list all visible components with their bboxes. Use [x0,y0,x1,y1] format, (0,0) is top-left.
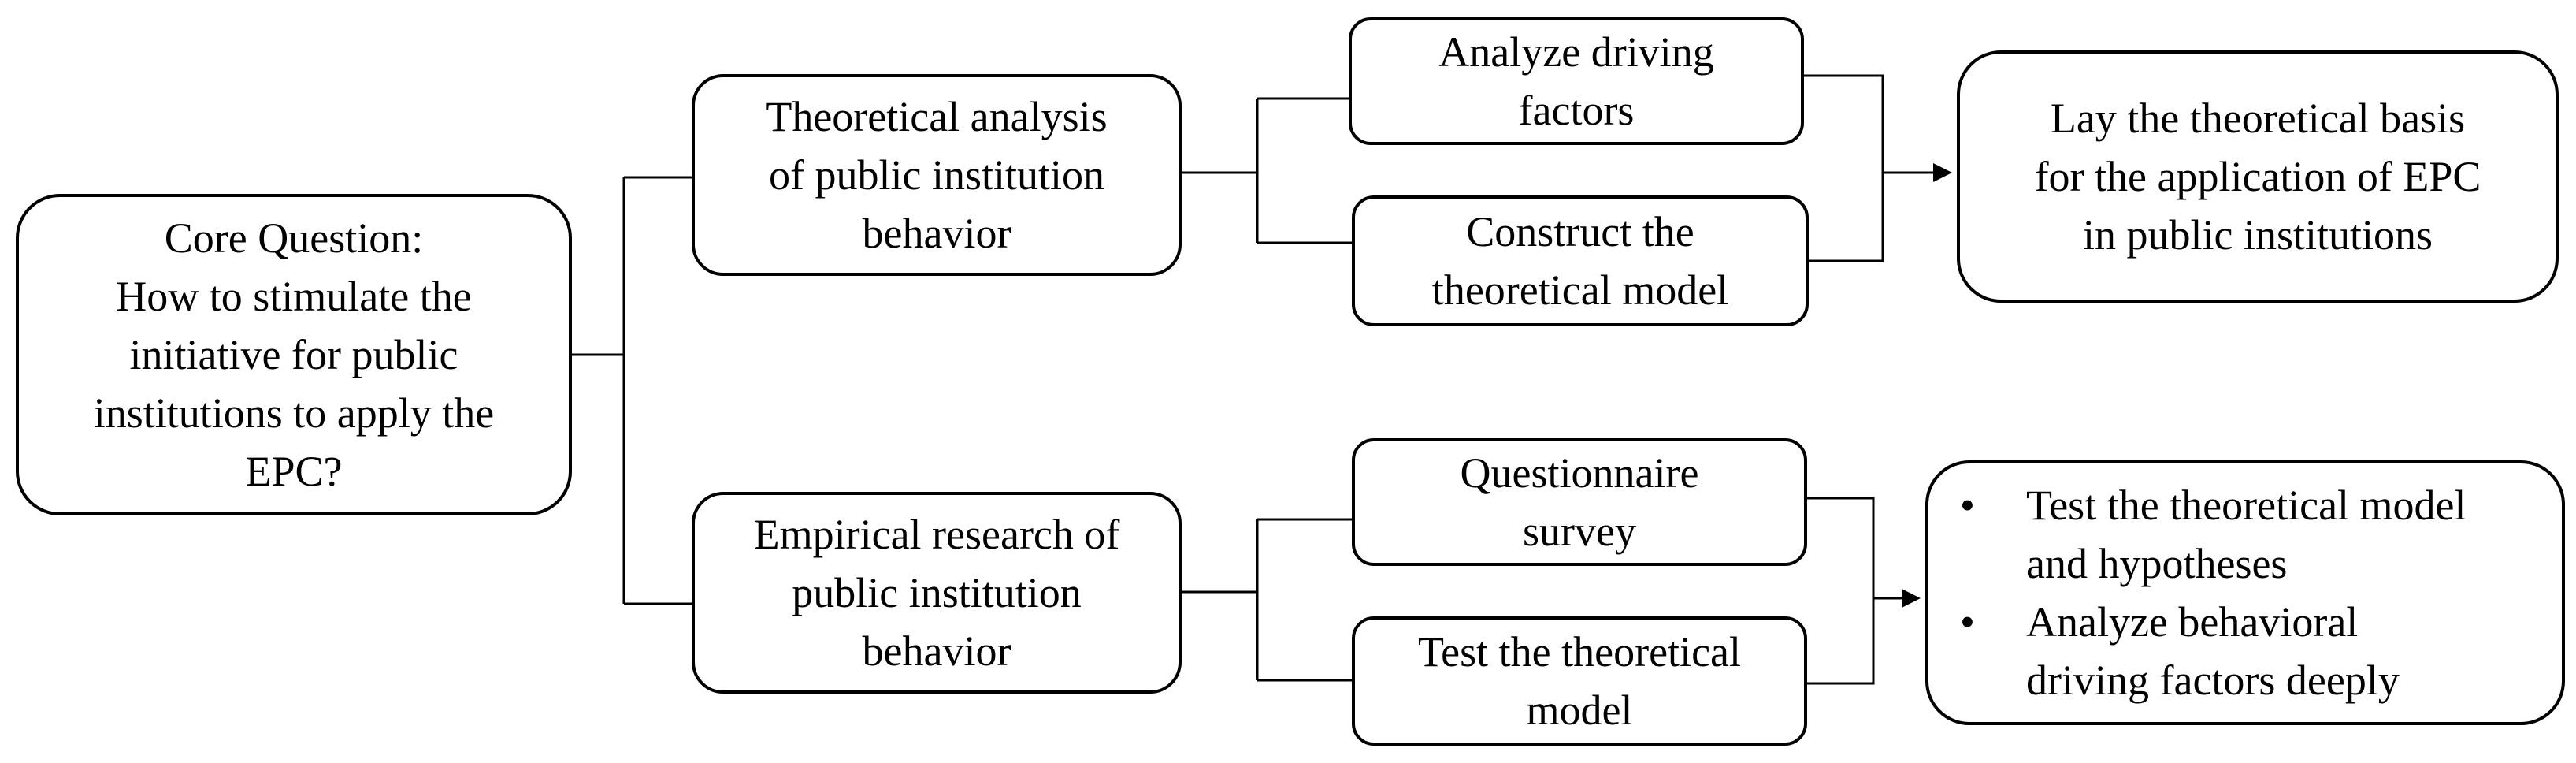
test-model-box: Test the theoretical model [1352,616,1807,746]
questionnaire-survey-box: Questionnaire survey [1352,438,1807,566]
theoretical-basis-box: Lay the theoretical basis for the applic… [1957,50,2559,303]
outcome-bullet-item: • Analyze behavioral driving factors dee… [1960,593,2467,709]
test-model-text: Test the theoretical model [1417,628,1742,734]
outcome-bullet-text: Test the theoretical model and hypothese… [2026,482,2467,587]
bullet-marker: • [1960,482,1975,529]
empirical-research-text: Empirical research of public institution… [753,511,1120,675]
questionnaire-survey-text: Questionnaire survey [1460,449,1699,555]
connector-bottom-merge [1807,497,1918,685]
empirical-research-box: Empirical research of public institution… [692,492,1182,694]
analyze-driving-factors-box: Analyze driving factors [1349,17,1804,145]
bullet-marker: • [1960,598,1975,646]
outcome-bullet-item: • Test the theoretical model and hypothe… [1960,476,2467,593]
empirical-outcome-list: • Test the theoretical model and hypothe… [1928,476,2467,709]
core-question-box: Core Question: How to stimulate the init… [16,194,572,515]
theoretical-analysis-box: Theoretical analysis of public instituti… [692,74,1182,276]
construct-model-text: Construct the theoretical model [1431,208,1729,314]
theoretical-analysis-text: Theoretical analysis of public instituti… [766,93,1108,257]
connector-core-split [572,176,692,605]
connector-bottom-split [1182,518,1352,682]
connector-top-merge [1804,74,1950,262]
construct-model-box: Construct the theoretical model [1352,195,1809,326]
core-question-text: Core Question: How to stimulate the init… [93,214,495,495]
outcome-bullet-text: Analyze behavioral driving factors deepl… [2026,598,2400,704]
empirical-outcome-box: • Test the theoretical model and hypothe… [1925,460,2565,725]
theoretical-basis-text: Lay the theoretical basis for the applic… [2034,95,2481,259]
analyze-driving-factors-text: Analyze driving factors [1438,28,1714,134]
connector-top-split [1182,97,1352,244]
